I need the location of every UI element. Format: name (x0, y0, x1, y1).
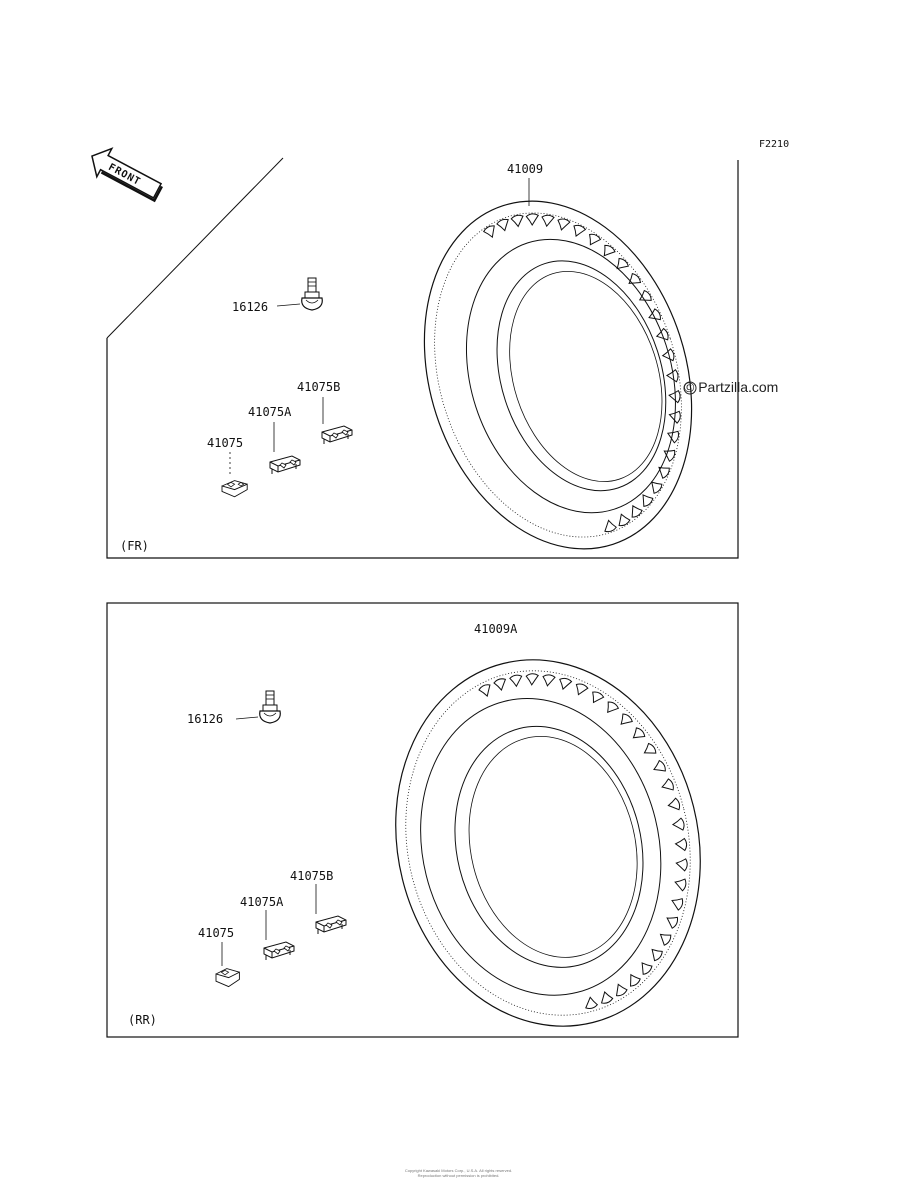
tread-block (626, 502, 644, 520)
tread-block (573, 682, 589, 698)
tread-block (647, 945, 665, 963)
rear-panel (106, 602, 739, 1038)
part-label-41075b-front: 41075B (297, 380, 340, 394)
part-label-41075-rear: 41075 (198, 926, 234, 940)
tread-block (599, 243, 617, 260)
watermark: © Partzilla.com (683, 379, 778, 395)
air-valve-drawing-front (276, 277, 323, 311)
front-tire-tread (482, 212, 682, 534)
tread-block (640, 741, 658, 760)
tread-block (601, 518, 618, 534)
tread-block (510, 213, 526, 229)
tread-block (674, 837, 688, 852)
weight-41075-front (221, 480, 248, 498)
copyright-icon (683, 381, 697, 395)
tread-block (614, 511, 632, 528)
front-tire-drawing (423, 200, 693, 550)
tread-block (663, 912, 680, 930)
tread-block (629, 726, 647, 744)
tread-block (525, 212, 540, 226)
figure-code: F2210 (759, 139, 789, 150)
tread-block (555, 217, 571, 232)
weight-41075b-rear (315, 884, 347, 935)
tread-block (612, 256, 631, 274)
part-label-41009: 41009 (507, 162, 543, 176)
tread-block (525, 672, 540, 686)
footer: Copyright Kawasaki Motors Corp., U.S.A. … (0, 1168, 917, 1178)
footer-line-2: Reproduction without permission is prohi… (417, 1173, 500, 1178)
weight-41075-rear (215, 968, 240, 988)
watermark-text: © Partzilla.com (684, 379, 778, 395)
front-panel (106, 157, 739, 559)
panel-label-front: (FR) (120, 539, 149, 553)
part-label-16126-front: 16126 (232, 300, 268, 314)
footer-line-1: Copyright Kawasaki Motors Corp., U.S.A. … (404, 1168, 513, 1173)
tread-block (661, 347, 676, 364)
tread-block (666, 797, 682, 813)
air-valve-drawing-rear (235, 690, 281, 724)
tread-block (673, 876, 688, 892)
tread-block (650, 759, 668, 777)
part-label-16126-rear: 16126 (187, 712, 223, 726)
part-label-41075-front: 41075 (207, 436, 243, 450)
part-label-41009a: 41009A (474, 622, 518, 636)
tread-block (646, 307, 663, 325)
tread-block (675, 857, 689, 872)
panel-label-rear: (RR) (128, 1013, 157, 1027)
tread-block (656, 929, 673, 947)
tread-block (654, 462, 672, 480)
tread-block (602, 699, 620, 717)
tread-block (625, 271, 643, 290)
tread-block (669, 895, 685, 912)
tread-block (659, 777, 676, 794)
tread-block (482, 223, 500, 241)
front-arrow: FRONT (91, 147, 163, 203)
tread-block (636, 959, 654, 977)
rear-tire-drawing (395, 659, 701, 1027)
tread-block (646, 477, 664, 496)
tread-block (509, 673, 524, 688)
tread-block (585, 232, 602, 249)
tread-block (495, 217, 512, 233)
weight-41075a-rear (263, 910, 295, 961)
tread-block (557, 676, 573, 691)
tread-block (492, 676, 509, 693)
tread-block (624, 971, 642, 989)
rear-tire-tread (477, 672, 689, 1011)
tread-block (541, 674, 556, 687)
tread-block (588, 689, 605, 706)
part-label-41075a-front: 41075A (248, 405, 292, 419)
tread-block (597, 989, 614, 1006)
tread-block (611, 981, 629, 998)
part-label-41075b-rear: 41075B (290, 869, 333, 883)
tread-block (671, 817, 686, 832)
part-label-41075a-rear: 41075A (240, 895, 284, 909)
weight-41075b-front (321, 397, 353, 445)
weight-41075a-front (269, 422, 301, 475)
tread-block (477, 682, 495, 699)
tread-block (616, 711, 635, 730)
tread-block (541, 214, 555, 227)
tread-block (582, 995, 599, 1011)
